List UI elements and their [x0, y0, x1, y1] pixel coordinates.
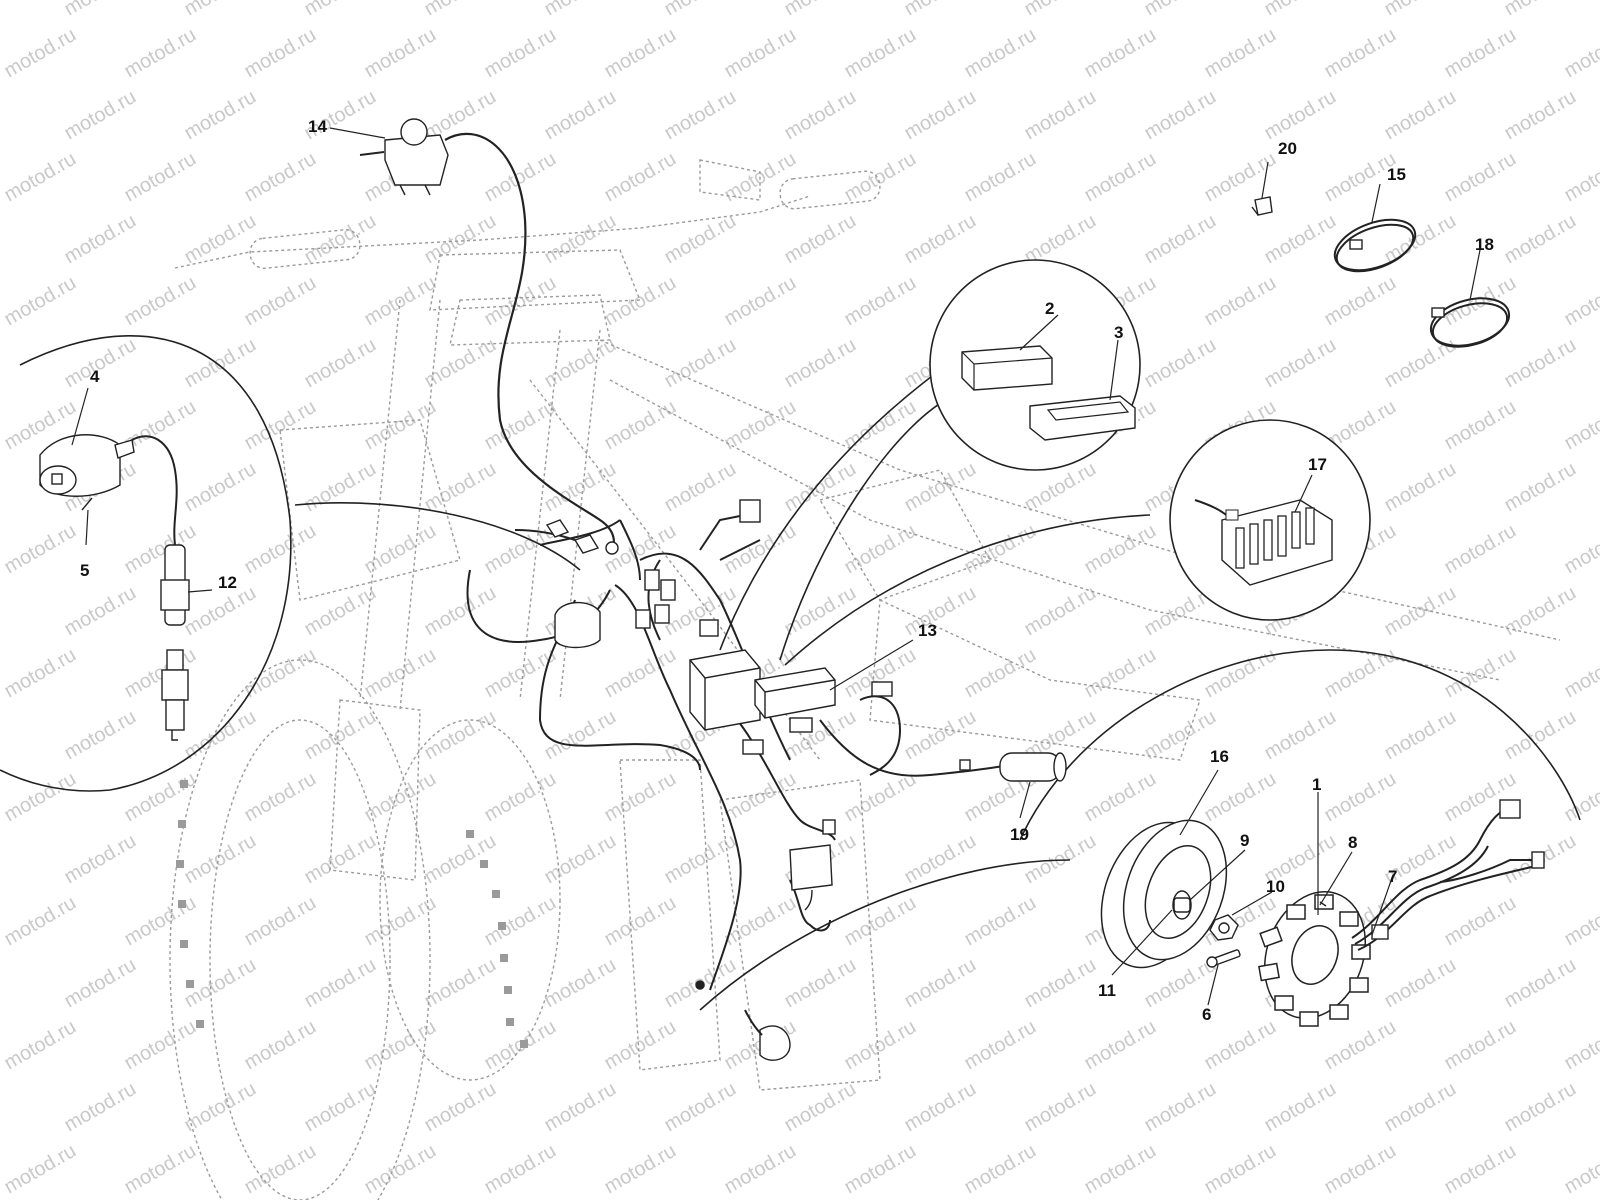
- callout-4: 4: [90, 367, 100, 386]
- callout-15: 15: [1387, 165, 1406, 184]
- harness-connectors: [545, 499, 971, 990]
- stator-connectors: [1319, 799, 1545, 940]
- callout-20: 20: [1278, 139, 1297, 158]
- callout-7: 7: [1388, 867, 1398, 886]
- callout-8: 8: [1348, 833, 1358, 852]
- detail-circle-17: [1169, 419, 1371, 621]
- cable-band-part-15: [1333, 218, 1417, 273]
- spark-plug-cap-part-12: [160, 544, 190, 626]
- callout-2: 2: [1045, 299, 1055, 318]
- callout-17: 17: [1308, 455, 1327, 474]
- screw-part-6: [1206, 949, 1241, 968]
- flywheel-part-16: [1100, 819, 1228, 969]
- nut-part-10: [1209, 914, 1239, 941]
- sprocket-teeth: [176, 780, 528, 1048]
- motorcycle-frame-outline: [169, 159, 1561, 1200]
- callout-5: 5: [80, 561, 90, 580]
- leader-lines: [71, 127, 1481, 1006]
- pickup-sensor: [744, 1009, 791, 1061]
- detail-arcs: [0, 335, 1581, 1011]
- wiring-harness-part-13: [466, 514, 1011, 991]
- spark-plug: [161, 649, 189, 741]
- callout-18: 18: [1475, 235, 1494, 254]
- callout-10: 10: [1266, 877, 1285, 896]
- cable-band-part-18: [1429, 297, 1511, 348]
- callout-3: 3: [1114, 323, 1124, 342]
- kill-switch-part-14: [359, 118, 615, 553]
- relay-box: [789, 844, 833, 911]
- callout-19: 19: [1010, 825, 1029, 844]
- callout-11: 11: [1098, 981, 1116, 1000]
- ignition-coil-part-4: [39, 434, 178, 546]
- callout-1: 1: [1312, 775, 1322, 794]
- callout-12: 12: [218, 573, 237, 592]
- clip-part-20: [1251, 196, 1273, 216]
- callout-13: 13: [918, 621, 937, 640]
- callout-6: 6: [1202, 1005, 1212, 1024]
- callout-14: 14: [308, 117, 327, 136]
- stator-part-1: [1258, 891, 1371, 1027]
- cdi-units: [554, 601, 836, 731]
- detail-circle-2-3: [929, 259, 1141, 471]
- capacitor-part-19: [999, 752, 1067, 782]
- callout-16: 16: [1210, 747, 1229, 766]
- callout-9: 9: [1240, 831, 1250, 850]
